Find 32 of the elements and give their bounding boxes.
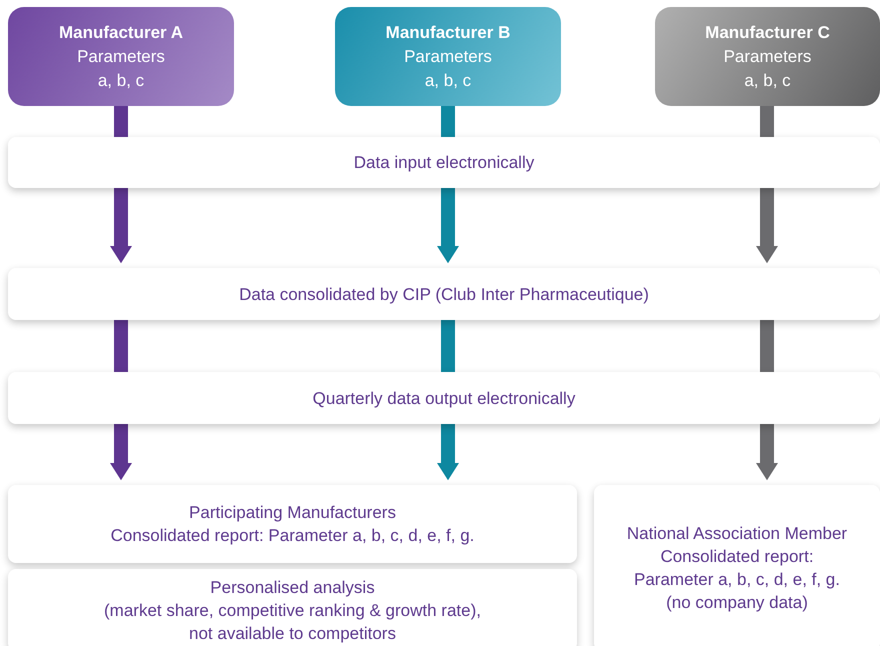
manufacturer-box xyxy=(8,7,234,106)
box-text: Parameters a, b, c xyxy=(722,46,812,92)
box-text: National Association Member xyxy=(626,523,848,545)
manufacturer-box xyxy=(335,7,561,106)
box-text: Parameters a, b, c xyxy=(403,46,493,92)
process-box xyxy=(8,268,880,320)
arrow xyxy=(756,424,778,480)
box-text: Quarterly data output electronically xyxy=(312,388,576,410)
process-box xyxy=(8,485,577,563)
box-text: Parameter a, b, c, d, e, f, g. xyxy=(634,569,840,591)
box-text: (market share, competitive ranking & growth rate), not available to competitors xyxy=(103,600,482,644)
arrow xyxy=(110,188,132,264)
box-heading: Manufacturer A xyxy=(58,22,184,44)
box-text: Consolidated report: Parameter a, b, c, d, e, f, g. xyxy=(110,525,474,547)
arrow xyxy=(110,424,132,480)
box-text: Consolidated report: xyxy=(660,546,814,568)
process-box xyxy=(8,137,880,188)
arrow xyxy=(437,188,459,264)
box-heading: Manufacturer B xyxy=(386,22,510,44)
box-text: Data input electronically xyxy=(354,152,534,174)
arrow xyxy=(756,188,778,264)
box-text: Participating Manufacturers xyxy=(189,502,396,524)
process-box xyxy=(8,372,880,424)
box-heading: Manufacturer C xyxy=(705,22,830,44)
process-box xyxy=(8,569,577,646)
manufacturer-box xyxy=(655,7,880,106)
process-box xyxy=(594,485,880,646)
box-text: Parameters a, b, c xyxy=(76,46,166,92)
box-text: Personalised analysis xyxy=(210,576,375,598)
arrow xyxy=(437,424,459,480)
box-text: Data consolidated by CIP (Club Inter Pharmaceutique) xyxy=(239,284,649,306)
box-text: (no company data) xyxy=(666,592,808,614)
